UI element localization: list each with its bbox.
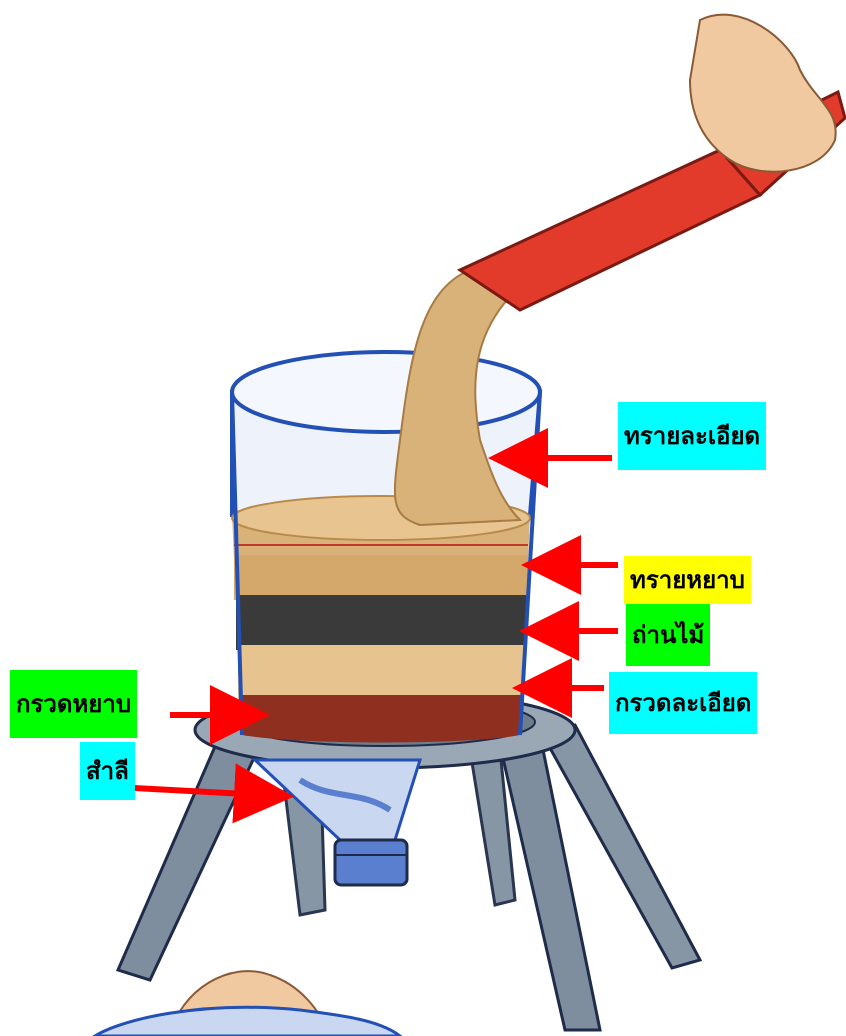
bottle bbox=[232, 352, 540, 743]
bottom-bottle bbox=[95, 1007, 400, 1036]
arrow-cotton bbox=[134, 788, 282, 796]
label-coarse-sand: ทรายหยาบ bbox=[624, 556, 751, 604]
label-fine-gravel: กรวดละเอียด bbox=[609, 672, 757, 734]
hand bbox=[690, 15, 836, 172]
stand bbox=[118, 692, 700, 1030]
bottle-neck bbox=[255, 760, 420, 885]
label-coarse-gravel: กรวดหยาบ bbox=[10, 670, 137, 738]
label-cotton: สำลี bbox=[80, 742, 135, 800]
label-fine-sand: ทรายละเอียด bbox=[618, 402, 766, 470]
label-charcoal: ถ่านไม้ bbox=[626, 604, 710, 666]
